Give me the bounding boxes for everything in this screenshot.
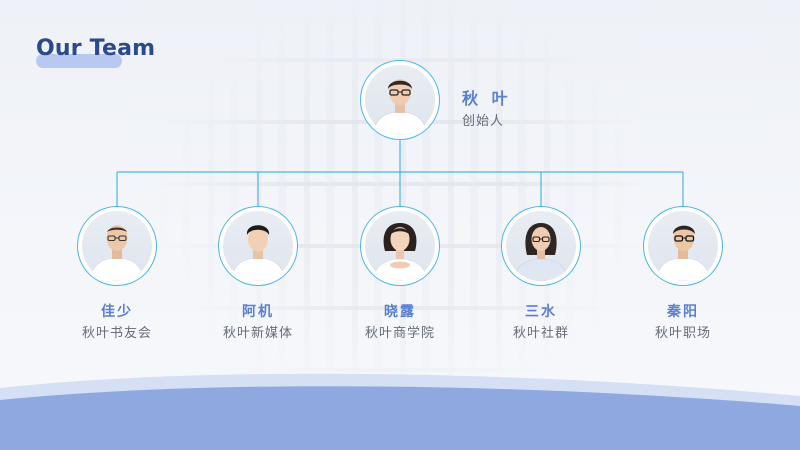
- person-portrait-icon: [365, 211, 435, 281]
- person-portrait-icon: [648, 211, 718, 281]
- member-name-3: 晓露: [384, 304, 416, 320]
- member-avatar-2: [218, 206, 298, 286]
- founder-name: 秋 叶: [462, 89, 512, 108]
- member-name-4: 三水: [525, 304, 557, 320]
- member-avatar-4: [501, 206, 581, 286]
- member-role-4: 秋叶社群: [512, 326, 569, 341]
- title-block: Our Team: [36, 36, 156, 68]
- member-name-5: 秦阳: [667, 304, 699, 320]
- member-name-1: 佳少: [101, 304, 133, 320]
- person-portrait-icon: [365, 65, 435, 135]
- member-avatar-3: [360, 206, 440, 286]
- member-role-5: 秋叶职场: [654, 326, 711, 341]
- footer-wave: [0, 373, 800, 450]
- member-role-1: 秋叶书友会: [81, 326, 152, 341]
- member-avatar-5: [643, 206, 723, 286]
- title-highlight-bar: [36, 54, 122, 68]
- page-title: Our Team: [36, 36, 156, 61]
- founder-role: 创始人: [462, 114, 505, 129]
- member-name-2: 阿机: [242, 304, 274, 320]
- person-portrait-icon: [223, 211, 293, 281]
- person-portrait-icon: [82, 211, 152, 281]
- member-role-2: 秋叶新媒体: [222, 326, 293, 341]
- member-role-3: 秋叶商学院: [364, 326, 435, 341]
- founder-avatar: [360, 60, 440, 140]
- member-avatar-1: [77, 206, 157, 286]
- person-portrait-icon: [506, 211, 576, 281]
